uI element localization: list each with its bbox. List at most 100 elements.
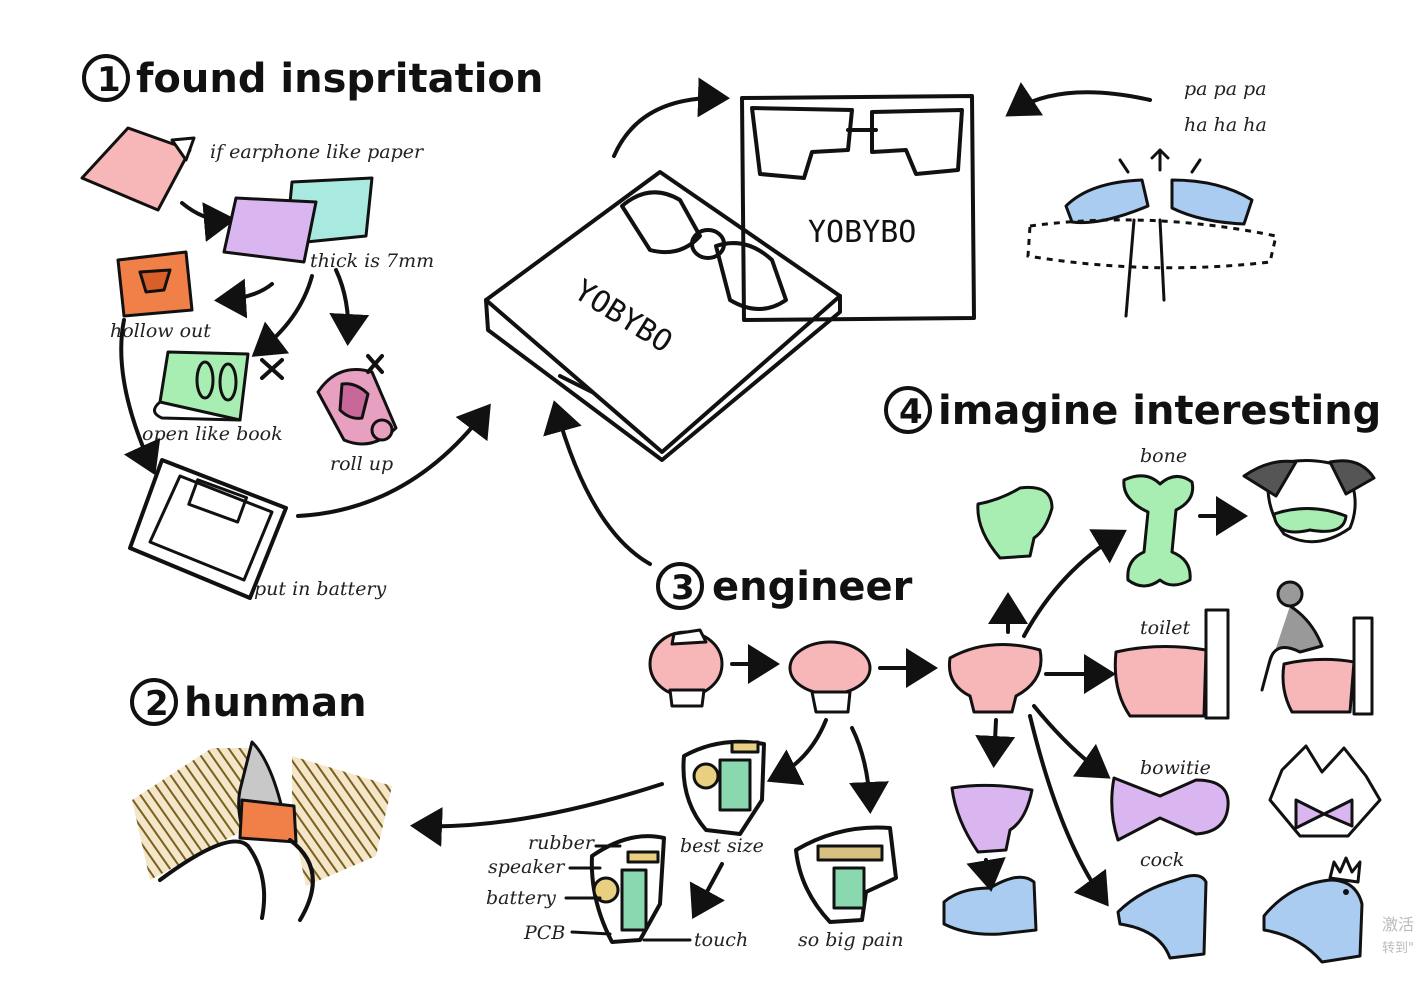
arrow-to-bowtie (1032, 704, 1111, 779)
label-speaker: speaker (488, 856, 566, 878)
shape-stage-3-icon (947, 643, 1043, 714)
shape-variant-purple-icon (950, 783, 1034, 854)
section-1-title: found inspritation (136, 56, 543, 102)
arrow-sound-to-pink (1005, 82, 1152, 117)
purple-layer-icon (222, 196, 318, 264)
label-bowtie: bowitie (1140, 757, 1211, 779)
label-pcb: PCB (523, 922, 565, 944)
big-pain-pcb-icon (816, 844, 884, 862)
label-put-in-battery: put in battery (254, 578, 387, 600)
section-found-inspiration: 1 found inspritation if earphone like pa… (80, 54, 543, 600)
finger-icon (1124, 218, 1166, 318)
best-size-unit-icon (681, 739, 766, 836)
label-open-like-book: open like book (142, 423, 283, 445)
section-imagine: 4 imagine interesting bone toilet bowiti… (884, 386, 1382, 964)
section-1-number-circle (82, 54, 130, 102)
label-touch: touch (694, 929, 748, 951)
battery-cell-icon (187, 478, 249, 524)
section-1-number: 1 (97, 60, 121, 100)
roll-spiral-icon (370, 418, 394, 442)
earbud-right-icon (1170, 178, 1254, 226)
sitter-head-icon (1276, 580, 1304, 608)
ear-tissue-right-icon (292, 756, 392, 886)
paper-fold-corner-icon (170, 136, 196, 162)
ear-earbud-fit-icon (238, 798, 298, 844)
best-size-battery-icon (718, 758, 752, 812)
section-3-title: engineer (712, 564, 913, 610)
label-cock: cock (1140, 849, 1184, 871)
toilet-sitter-tank-icon (1352, 616, 1374, 716)
detail-pcb-icon (626, 850, 660, 864)
label-earphone-paper: if earphone like paper (210, 141, 425, 163)
watermark-line1: 激活 (1382, 915, 1414, 934)
section-4-number: 4 (899, 392, 923, 432)
section-4-number-circle (884, 386, 932, 434)
dog-bone-mouth-icon (1272, 506, 1348, 534)
book-earbud-slot-right (218, 362, 238, 402)
arrow-paper-to-stack (180, 201, 236, 242)
arrow-green-to-pink (612, 77, 730, 158)
big-pain-unit-icon (794, 825, 898, 924)
pink-case-brand: YOBYBO (808, 215, 916, 250)
label-so-big-pain: so big pain (798, 929, 903, 951)
watermark-line2: 转到" (1382, 941, 1414, 956)
green-case-slot-top-icon (620, 190, 702, 255)
section-human: 2 hunman (130, 678, 392, 922)
big-pain-battery-icon (832, 866, 866, 910)
label-hollow-out: hollow out (110, 320, 211, 342)
arrow-to-best-size (766, 718, 828, 786)
ear-contour-icon (158, 838, 315, 922)
detail-leader-lines (564, 844, 692, 942)
label-battery: battery (486, 887, 556, 909)
toilet-tank-icon (1204, 608, 1230, 720)
dog-ears-icon (1242, 459, 1376, 498)
shape-stage-2-tip (810, 690, 852, 714)
section-4-title: imagine interesting (938, 388, 1381, 434)
detail-battery-icon (620, 868, 648, 932)
shape-variant-green-icon (976, 485, 1054, 560)
book-reject-cross-icon (260, 358, 284, 380)
ear-tissue-left-icon (132, 748, 252, 880)
bone-shape-icon (1122, 474, 1195, 588)
sound-text-line2: ha ha ha (1184, 114, 1267, 136)
toilet-sitter-bowl-icon (1281, 657, 1356, 714)
green-case-port-icon (558, 374, 594, 394)
arrow-battery-to-product (296, 403, 491, 518)
battery-case-outline-icon (128, 458, 288, 600)
arrow-to-roll (329, 268, 370, 346)
label-bone: bone (1140, 445, 1187, 467)
arrow-to-bone (1022, 529, 1127, 638)
label-rubber: rubber (528, 832, 596, 854)
section-engineer: 3 engineer best size rubber speaker (410, 400, 1054, 951)
pink-case-slot-right-icon (870, 108, 964, 176)
arrow-best-size-to-detail (689, 862, 726, 920)
arrow-to-human (410, 782, 664, 847)
pink-case-slot-left-icon (750, 106, 854, 180)
arrow-to-book (251, 274, 314, 357)
green-case-body-icon (484, 170, 842, 454)
hand-outline-dashed-icon (1026, 218, 1278, 270)
toilet-bowl-icon (1113, 644, 1208, 718)
section-2-title: hunman (184, 680, 367, 726)
label-toilet: toilet (1140, 617, 1190, 639)
green-case-side-icon (484, 294, 842, 462)
arrow-to-cock (1028, 714, 1109, 907)
section-2-number: 2 (145, 684, 169, 724)
best-size-speaker-icon (692, 762, 720, 790)
arrow-down-to-variant (975, 718, 1016, 768)
battery-case-inner-icon (148, 474, 274, 582)
green-case-hinge-icon (690, 228, 726, 260)
arrow-engineer-to-product (543, 400, 652, 566)
detail-unit-icon (589, 834, 666, 944)
sound-text-line1: pa pa pa (1184, 78, 1267, 100)
section-2-number-circle (130, 678, 178, 726)
cock-eye-icon (1343, 889, 1349, 895)
detail-speaker-icon (592, 876, 620, 904)
green-case-slot-bottom-icon (714, 241, 788, 311)
bowtie-figure-icon (1294, 798, 1354, 830)
best-size-pcb-icon (730, 740, 760, 754)
bowtie-shape-icon (1110, 776, 1230, 842)
book-spine-icon (153, 400, 242, 422)
arrow-purple-to-blue (966, 857, 1006, 892)
